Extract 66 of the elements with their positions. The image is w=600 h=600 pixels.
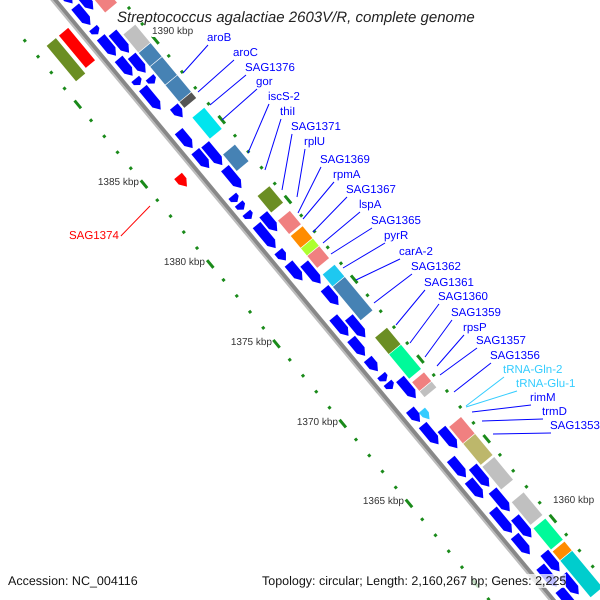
leader-line <box>330 228 372 254</box>
gene-label: SAG1353 <box>550 419 600 433</box>
gene-label: gor <box>256 75 273 89</box>
gene-label: trmD <box>542 405 567 419</box>
leader-line <box>466 376 504 406</box>
leader-line <box>436 334 464 366</box>
leader-line <box>356 258 400 280</box>
gene-label: SAG1369 <box>320 153 370 167</box>
leader-line <box>396 290 426 326</box>
leader-line <box>120 206 150 236</box>
leader-line <box>210 74 246 106</box>
gene-label: lspA <box>359 198 382 212</box>
leader-line <box>198 60 234 92</box>
tick-label: 1390 kbp <box>152 26 194 37</box>
leader-line <box>248 104 270 154</box>
gene-label: SAG1371 <box>291 120 341 134</box>
gene-label: rplU <box>304 135 326 149</box>
leader-line <box>440 348 478 376</box>
gene-label: SAG1356 <box>490 349 540 363</box>
leader-line <box>298 166 322 214</box>
leader-line <box>466 390 518 408</box>
leader-line <box>482 418 544 422</box>
gene-label: SAG1361 <box>424 276 474 290</box>
leader-line <box>302 182 334 220</box>
gene-label: SAG1376 <box>245 61 295 75</box>
gene-label: SAG1359 <box>451 306 501 320</box>
tick-label: 1385 kbp <box>98 177 139 188</box>
gene-label: tRNA-Gln-2 <box>503 363 562 377</box>
accession-text: Accession: NC_004116 <box>8 574 138 588</box>
title: Streptococcus agalactiae 2603V/R, complete genome <box>117 9 475 26</box>
gene-label: pyrR <box>384 229 408 243</box>
leader-line <box>410 304 440 344</box>
leader-line <box>312 196 348 232</box>
gene-label: thiI <box>280 105 296 119</box>
leader-line <box>296 148 306 198</box>
tick-label: 1380 kbp <box>164 257 205 268</box>
leader-line <box>282 134 292 190</box>
leader-line <box>454 362 492 392</box>
gene-label: rimM <box>530 391 556 405</box>
gene-label: SAG1357 <box>476 334 526 348</box>
leader-line <box>342 242 386 268</box>
leader-line <box>264 118 282 170</box>
leader-line <box>182 44 208 74</box>
gene-label: aroB <box>207 31 232 45</box>
leader-line <box>492 432 552 434</box>
gene-label: tRNA-Glu-1 <box>516 377 576 391</box>
gene-label: SAG1362 <box>411 260 461 274</box>
tick-label: 1375 kbp <box>230 337 272 348</box>
leader-line <box>322 212 360 244</box>
gene-label: carA-2 <box>399 245 433 259</box>
leader-line <box>424 320 452 358</box>
tick-label: 1365 kbp <box>362 496 404 507</box>
gene-label: SAG1365 <box>371 214 421 228</box>
gene-label: rpmA <box>333 168 360 182</box>
leader-line <box>374 274 412 304</box>
tick-label: 1370 kbp <box>296 417 338 428</box>
genome-summary-text: Topology: circular; Length: 2,160,267 bp; Genes: 2,225 <box>262 574 566 588</box>
gene-label: SAG1374 <box>69 229 119 243</box>
gene-label: aroC <box>233 46 258 60</box>
gene-label: rpsP <box>463 321 487 335</box>
gene-label: SAG1360 <box>438 290 488 304</box>
gene-label: SAG1367 <box>346 183 396 197</box>
leader-line <box>222 88 258 120</box>
leader-line <box>472 404 532 412</box>
tick-label: 1360 kbp <box>553 495 594 506</box>
gene-label: iscS-2 <box>268 90 300 104</box>
